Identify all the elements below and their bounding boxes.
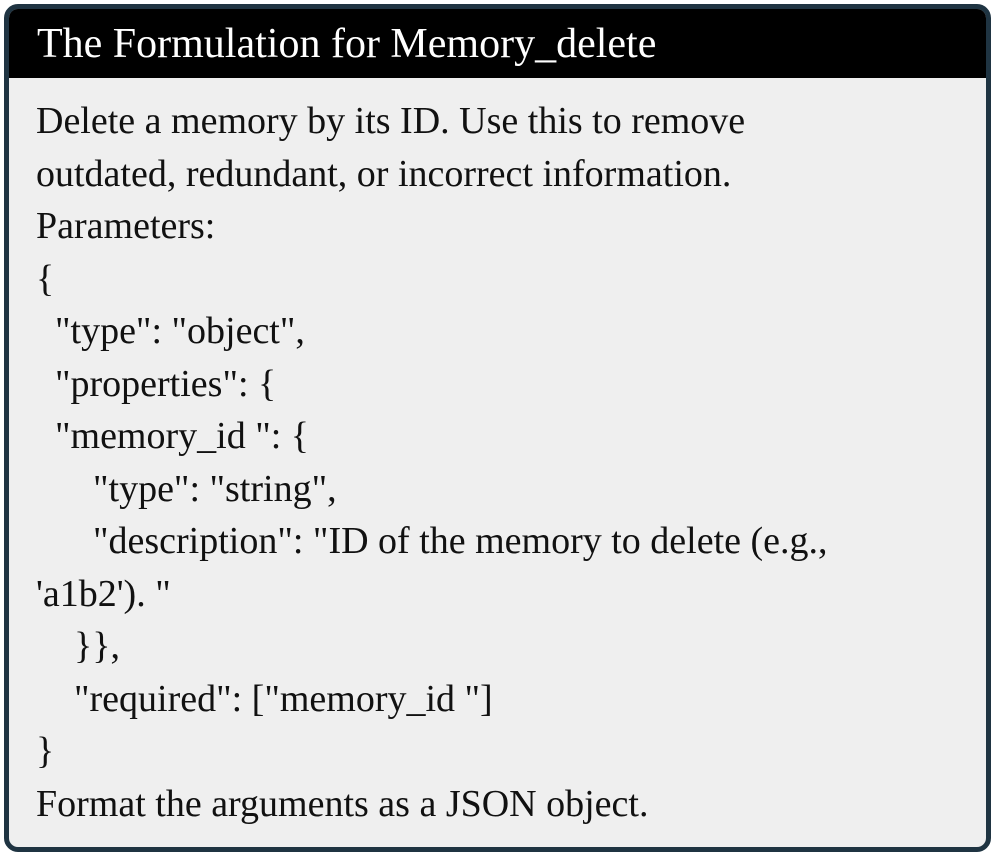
json-description-line: "description": "ID of the memory to dele…: [36, 520, 828, 562]
json-properties-line: "properties": {: [36, 362, 277, 405]
json-close-properties: }},: [36, 625, 120, 667]
formulation-card: The Formulation for Memory_delete Delete…: [4, 4, 991, 852]
parameters-label: Parameters:: [36, 205, 216, 247]
json-type-line: "type": "object",: [36, 310, 305, 352]
description-line-2: outdated, redundant, or incorrect inform…: [36, 152, 732, 195]
card-body: Delete a memory by its ID. Use this to r…: [9, 78, 986, 830]
json-close-brace: }: [36, 730, 55, 772]
json-description-continuation: 'a1b2'). ": [36, 572, 171, 615]
json-memory-id-line: "memory_id ": {: [36, 415, 310, 457]
format-instruction: Format the arguments as a JSON object.: [36, 782, 649, 825]
json-memory-id-type-line: "type": "string",: [36, 467, 337, 510]
json-required-line: "required": ["memory_id "]: [36, 677, 493, 720]
description-line-1: Delete a memory by its ID. Use this to r…: [36, 100, 746, 142]
json-open-brace: {: [36, 257, 55, 300]
card-title: The Formulation for Memory_delete: [9, 9, 986, 78]
